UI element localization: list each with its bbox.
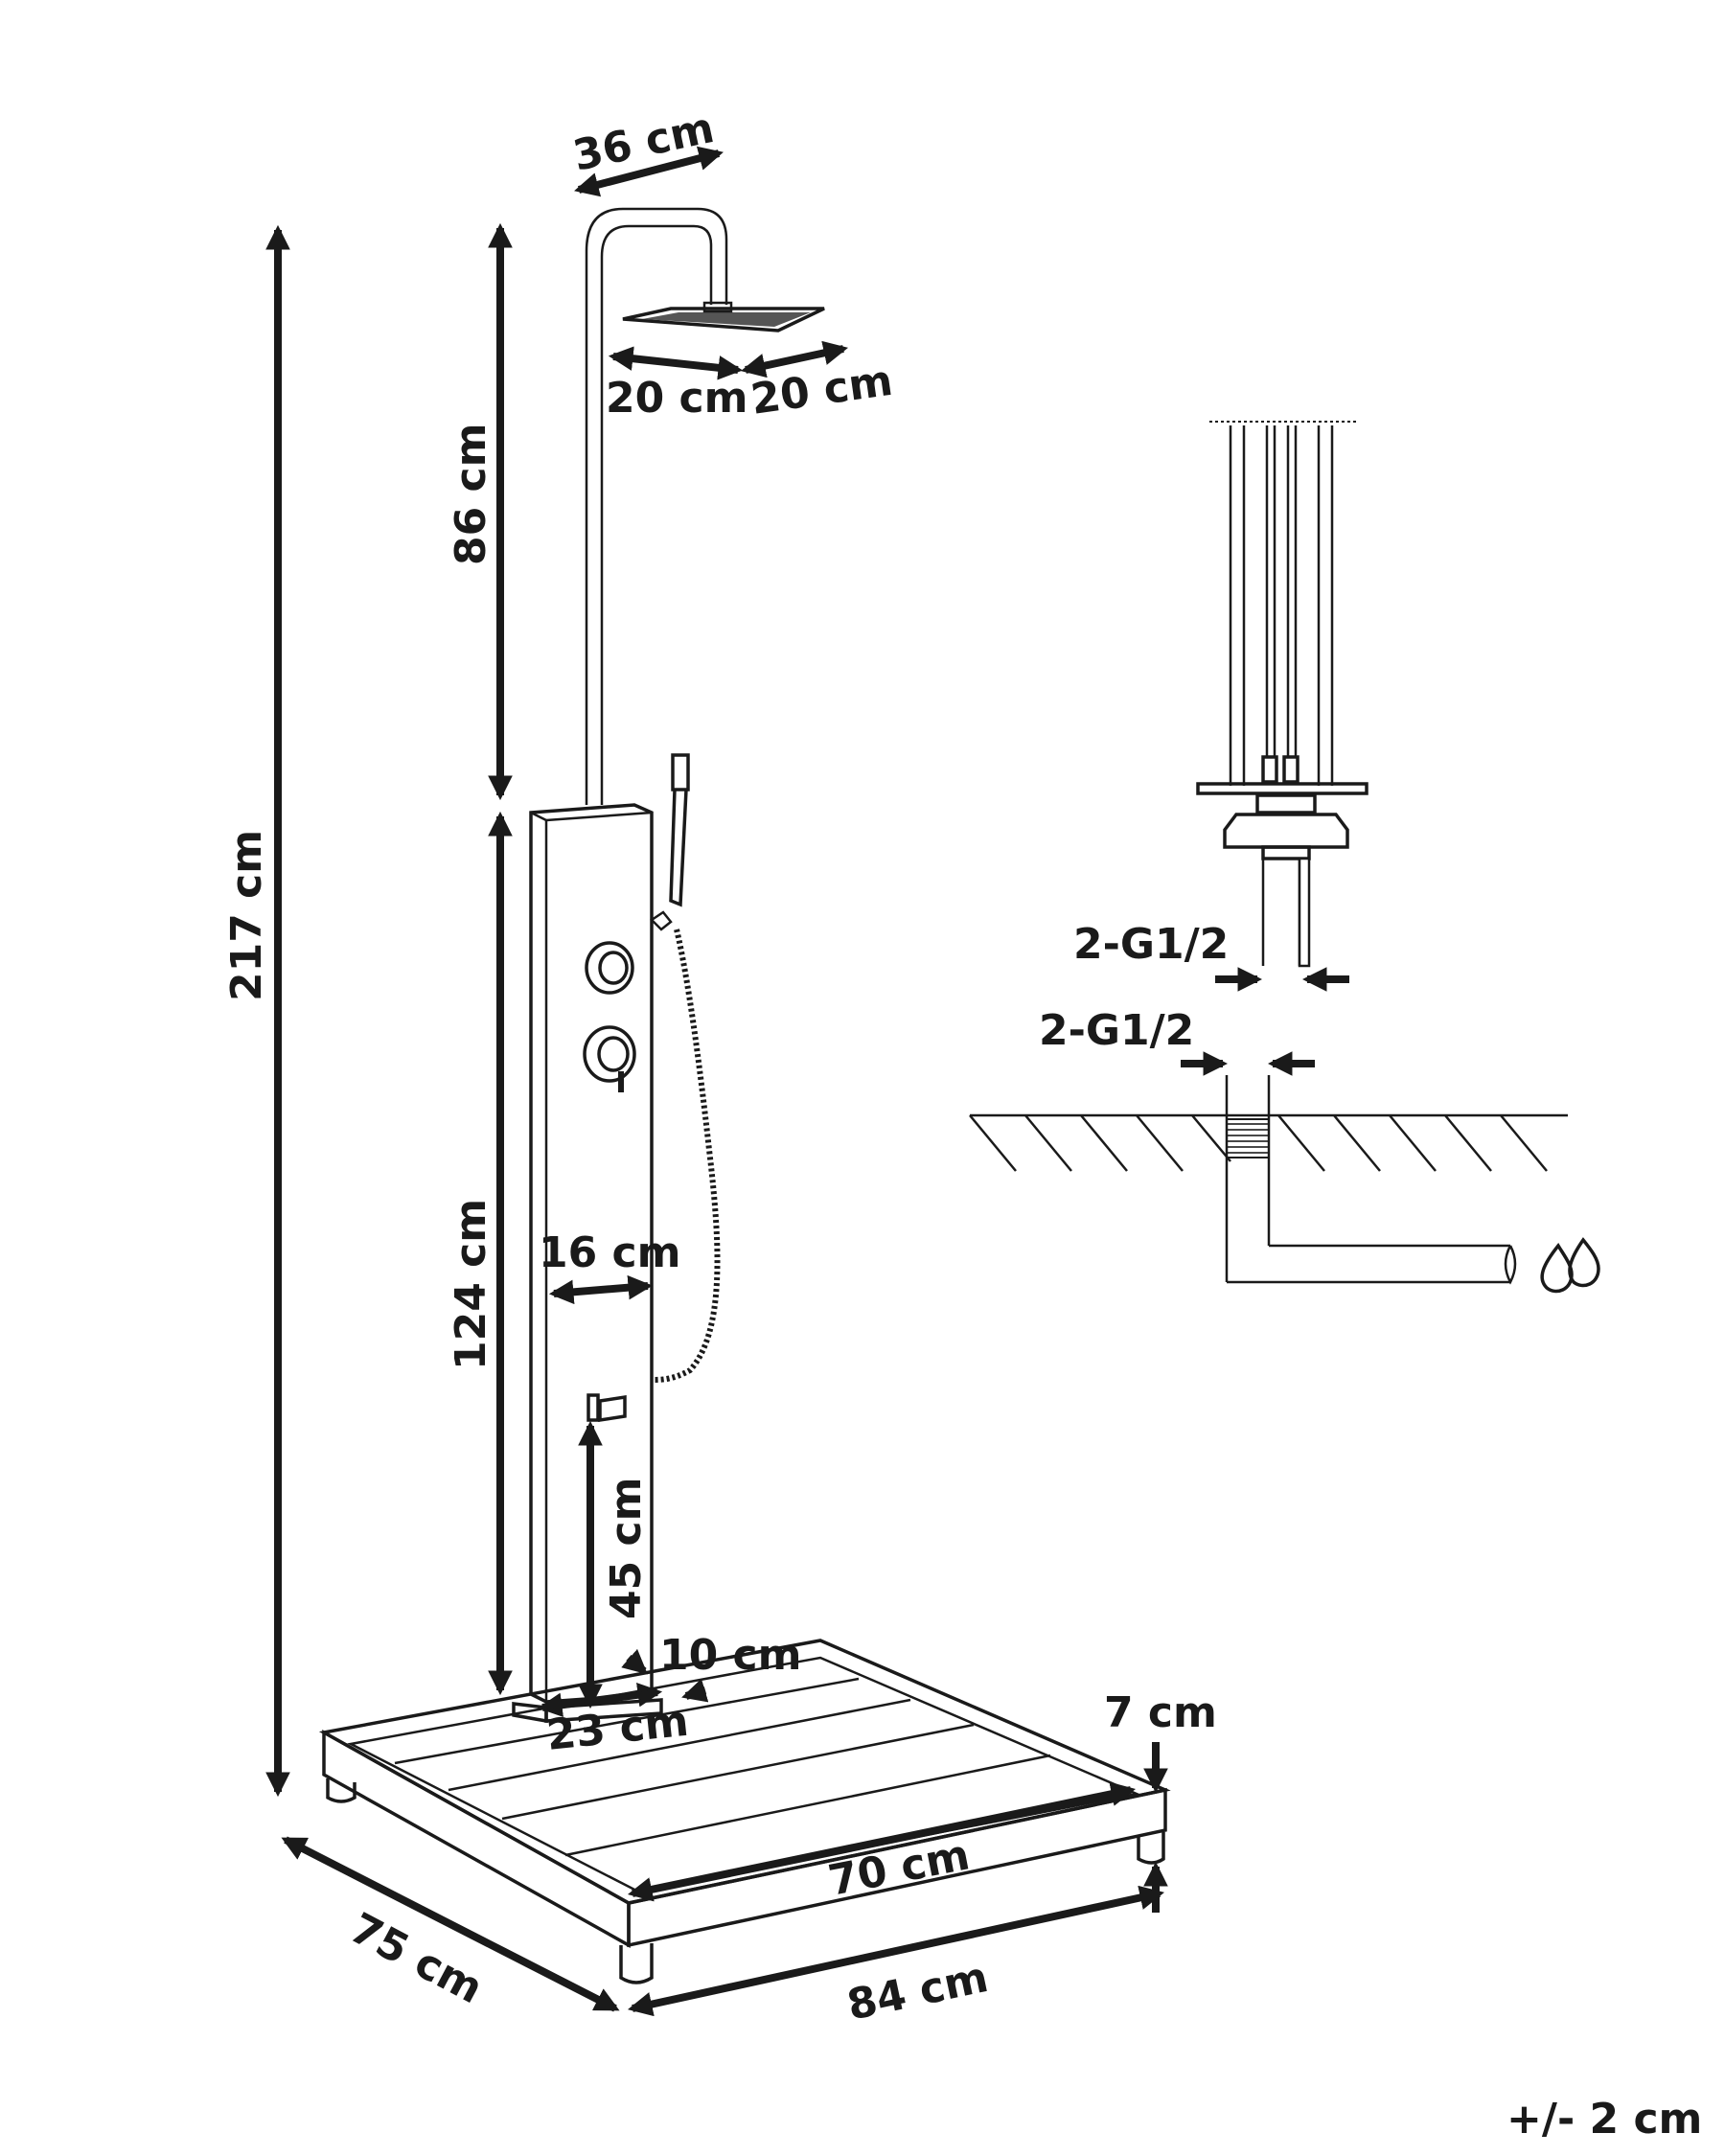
- deck-slat: [448, 1698, 911, 1792]
- label-upper-height: 86 cm: [447, 424, 495, 565]
- deck-slat: [501, 1723, 975, 1821]
- label-column-width: 16 cm: [539, 1228, 680, 1277]
- dim-column-depth: 10 cm: [621, 1631, 801, 1703]
- label-inlet-lower: 2-G1/2: [1039, 1006, 1194, 1055]
- dim-head-depth: 36 cm: [569, 103, 724, 197]
- rain-shower-plate-holes: [642, 312, 811, 327]
- dim-total-height: 217 cm: [222, 224, 290, 1798]
- label-column-height: 124 cm: [447, 1199, 495, 1370]
- label-tap-height: 45 cm: [602, 1478, 651, 1619]
- base-foot: [619, 1943, 654, 1984]
- shower-head-assembly: [585, 207, 825, 805]
- upper-pipe-inner: [600, 224, 713, 805]
- dim-inlet-lower: 2-G1/2: [1039, 1006, 1315, 1076]
- plumbing-detail: [1196, 421, 1368, 968]
- hand-shower: [650, 753, 721, 1383]
- dim-deck-width: 70 cm: [627, 1781, 1137, 1906]
- deck-slat: [394, 1677, 860, 1765]
- label-base-depth: 75 cm: [342, 1904, 491, 2014]
- hand-shower-handle: [669, 789, 688, 907]
- rain-shower-plate: [622, 307, 825, 333]
- dim-head-left: 20 cm: [606, 346, 748, 423]
- label-column-depth: 10 cm: [659, 1631, 801, 1680]
- dim-inlet-upper: 2-G1/2: [1073, 920, 1349, 992]
- dim-column-height: 124 cm: [447, 811, 513, 1696]
- label-base-height: 7 cm: [1104, 1688, 1217, 1737]
- dim-tap-height: 45 cm: [578, 1420, 651, 1709]
- foot-tap: [586, 1393, 627, 1423]
- dim-base-depth: 75 cm: [281, 1836, 620, 2014]
- label-base-width: 84 cm: [843, 1953, 993, 2030]
- base-top: [318, 1639, 1171, 1905]
- base-foot: [326, 1778, 356, 1803]
- label-inlet-upper: 2-G1/2: [1073, 920, 1229, 969]
- shower-head-connector: [702, 301, 733, 313]
- mixer-knob: [583, 1025, 636, 1092]
- hand-shower-holder: [650, 910, 673, 931]
- hand-shower-head: [671, 753, 690, 791]
- shower-hose: [651, 929, 721, 1383]
- label-total-height: 217 cm: [222, 830, 271, 1001]
- dim-head-right: 20 cm: [740, 340, 896, 424]
- water-drops-icon: [1540, 1237, 1600, 1294]
- deck-slat: [564, 1754, 1051, 1857]
- tolerance-note: +/- 2 cm: [1506, 2095, 1702, 2144]
- ground-supply-line: [969, 1075, 1568, 1285]
- label-head-left: 20 cm: [606, 374, 748, 423]
- connector-nut: [1223, 813, 1349, 849]
- mounting-plate: [1196, 782, 1368, 795]
- diverter-knob: [585, 941, 634, 995]
- dim-base-width: 84 cm: [627, 1885, 1165, 2030]
- dim-upper-height: 86 cm: [447, 222, 513, 801]
- dim-base-height: 7 cm: [1104, 1688, 1217, 1913]
- dim-column-width: 16 cm: [539, 1228, 680, 1305]
- upper-pipe-outer: [585, 207, 728, 805]
